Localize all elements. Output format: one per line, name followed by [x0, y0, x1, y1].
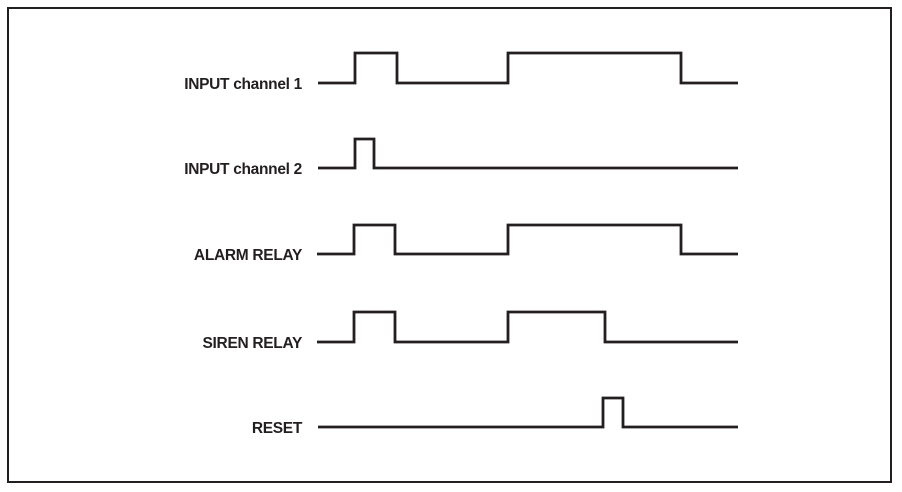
signal-label-input-channel-1: INPUT channel 1: [184, 76, 302, 93]
waveform-input-channel-1: [318, 51, 738, 85]
signal-label-input-channel-2: INPUT channel 2: [184, 161, 302, 178]
signal-label-alarm-relay: ALARM RELAY: [193, 247, 302, 264]
waveform-reset: [318, 396, 738, 429]
waveform-alarm-relay: [317, 223, 738, 256]
waveform-siren-relay: [317, 310, 738, 344]
signal-label-reset: RESET: [251, 420, 302, 437]
waveform-input-channel-2: [318, 137, 738, 170]
figure-border: [7, 7, 892, 483]
signal-label-siren-relay: SIREN RELAY: [202, 335, 303, 352]
